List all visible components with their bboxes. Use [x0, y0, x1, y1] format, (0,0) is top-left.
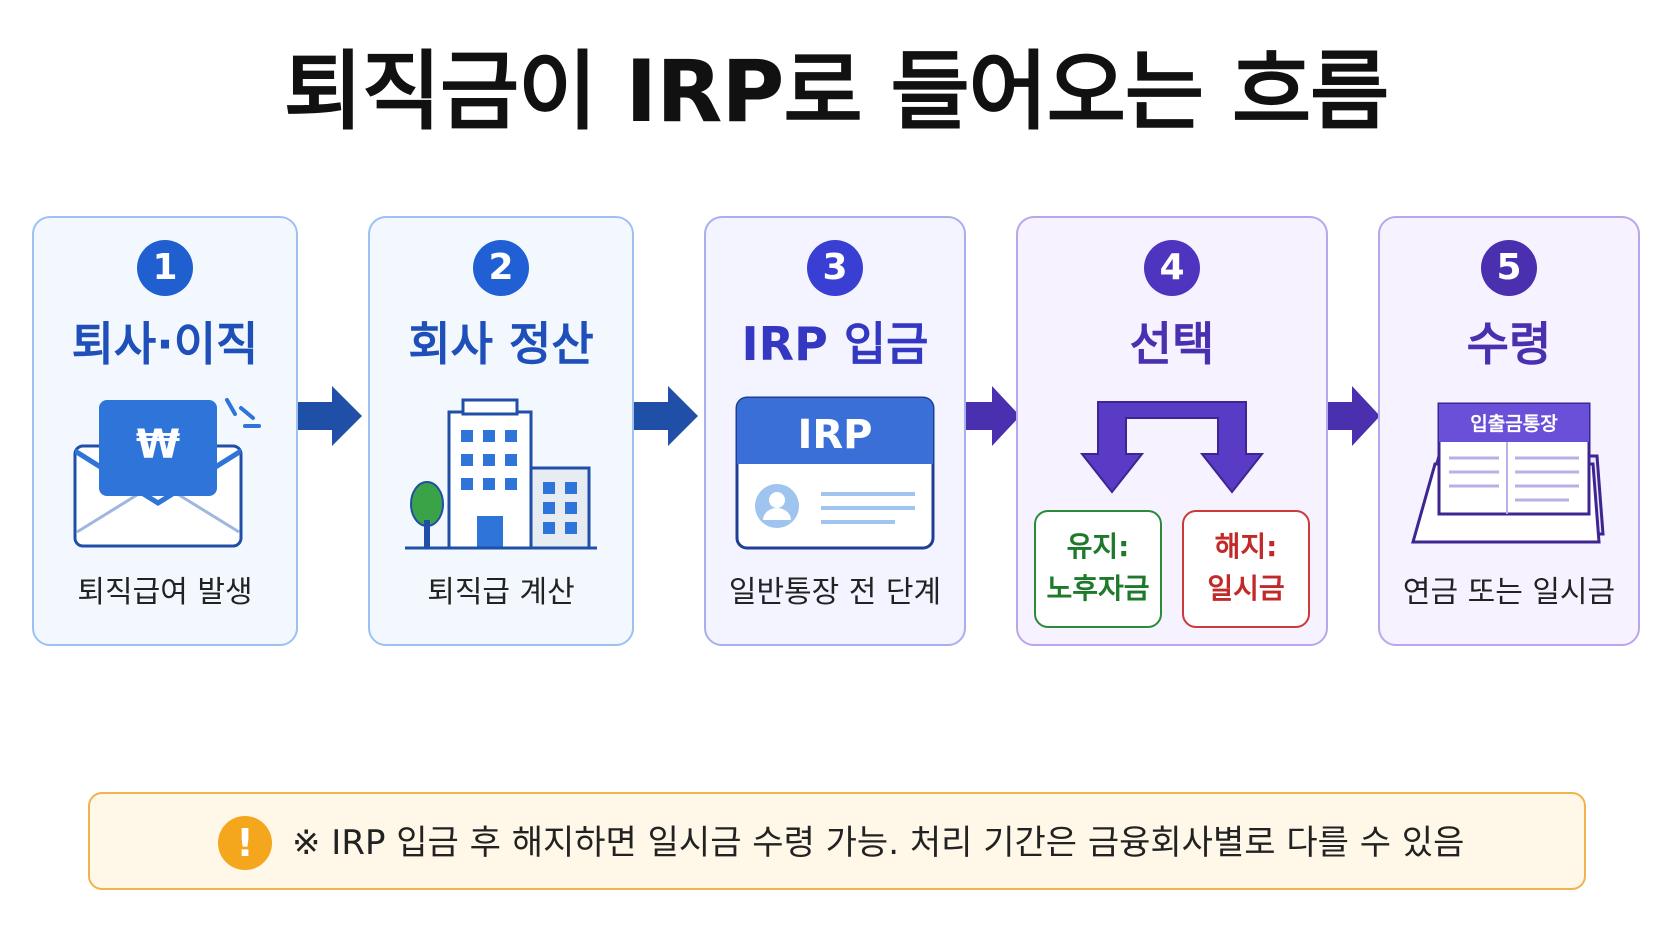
irp-card-label: IRP: [798, 412, 873, 458]
envelope-money-icon: ₩: [73, 398, 261, 548]
step-card-5: 5 수령 입출금통장 연금 또는 일시금: [1378, 216, 1640, 646]
company-building-icon: [405, 398, 597, 550]
step-title-1: 퇴사·이직: [71, 317, 259, 371]
step-title-5: 수령: [1466, 317, 1552, 371]
bankbook-label: 입출금통장: [1470, 413, 1558, 435]
step-number-1: 1: [137, 240, 193, 296]
step-card-3: 3 IRP 입금 IRP 일반통장 전 단계: [704, 216, 966, 646]
step-number-5: 5: [1481, 240, 1537, 296]
step-caption-1: 퇴직급여 발생: [77, 575, 253, 610]
step-number-2: 2: [473, 240, 529, 296]
step-number-3: 3: [807, 240, 863, 296]
step-caption-3: 일반통장 전 단계: [728, 575, 942, 610]
step-caption-5: 연금 또는 일시금: [1402, 575, 1616, 610]
option-keep-label: 유지:: [1066, 530, 1130, 563]
page-title: 퇴직금이 IRP로 들어오는 흐름: [283, 42, 1389, 142]
irp-account-card-icon: IRP: [735, 396, 935, 550]
flow-arrow-1: [298, 386, 362, 446]
flow-arrow-3: [966, 386, 1020, 446]
bankbook-icon: 입출금통장: [1411, 402, 1605, 544]
split-arrow-icon: [1079, 401, 1265, 494]
option-cancel-label: 해지:: [1214, 530, 1278, 563]
option-keep-value: 노후자금: [1046, 572, 1150, 605]
step-caption-2: 퇴직급 계산: [427, 575, 575, 610]
warning-icon: !: [218, 816, 272, 870]
option-cancel: 해지: 일시금: [1182, 510, 1310, 628]
step-card-4: 4 선택 유지: 노후자금 해지: 일시금: [1016, 216, 1328, 646]
step-title-4: 선택: [1129, 317, 1215, 371]
option-cancel-value: 일시금: [1207, 572, 1285, 605]
step-card-2: 2 회사 정산 퇴직급 계산: [368, 216, 634, 646]
option-keep: 유지: 노후자금: [1034, 510, 1162, 628]
step-title-3: IRP 입금: [741, 317, 929, 371]
step-title-2: 회사 정산: [408, 317, 594, 371]
flow-arrow-4: [1328, 386, 1380, 446]
step-card-1: 1 퇴사·이직 ₩ 퇴직급여 발생: [32, 216, 298, 646]
step-number-4: 4: [1144, 240, 1200, 296]
won-sign: ₩: [136, 422, 180, 468]
notice-text: ※ IRP 입금 후 해지하면 일시금 수령 가능. 처리 기간은 금융회사별로…: [292, 823, 1465, 863]
flow-arrow-2: [634, 386, 698, 446]
notice-banner: ! ※ IRP 입금 후 해지하면 일시금 수령 가능. 처리 기간은 금융회사…: [88, 792, 1586, 890]
